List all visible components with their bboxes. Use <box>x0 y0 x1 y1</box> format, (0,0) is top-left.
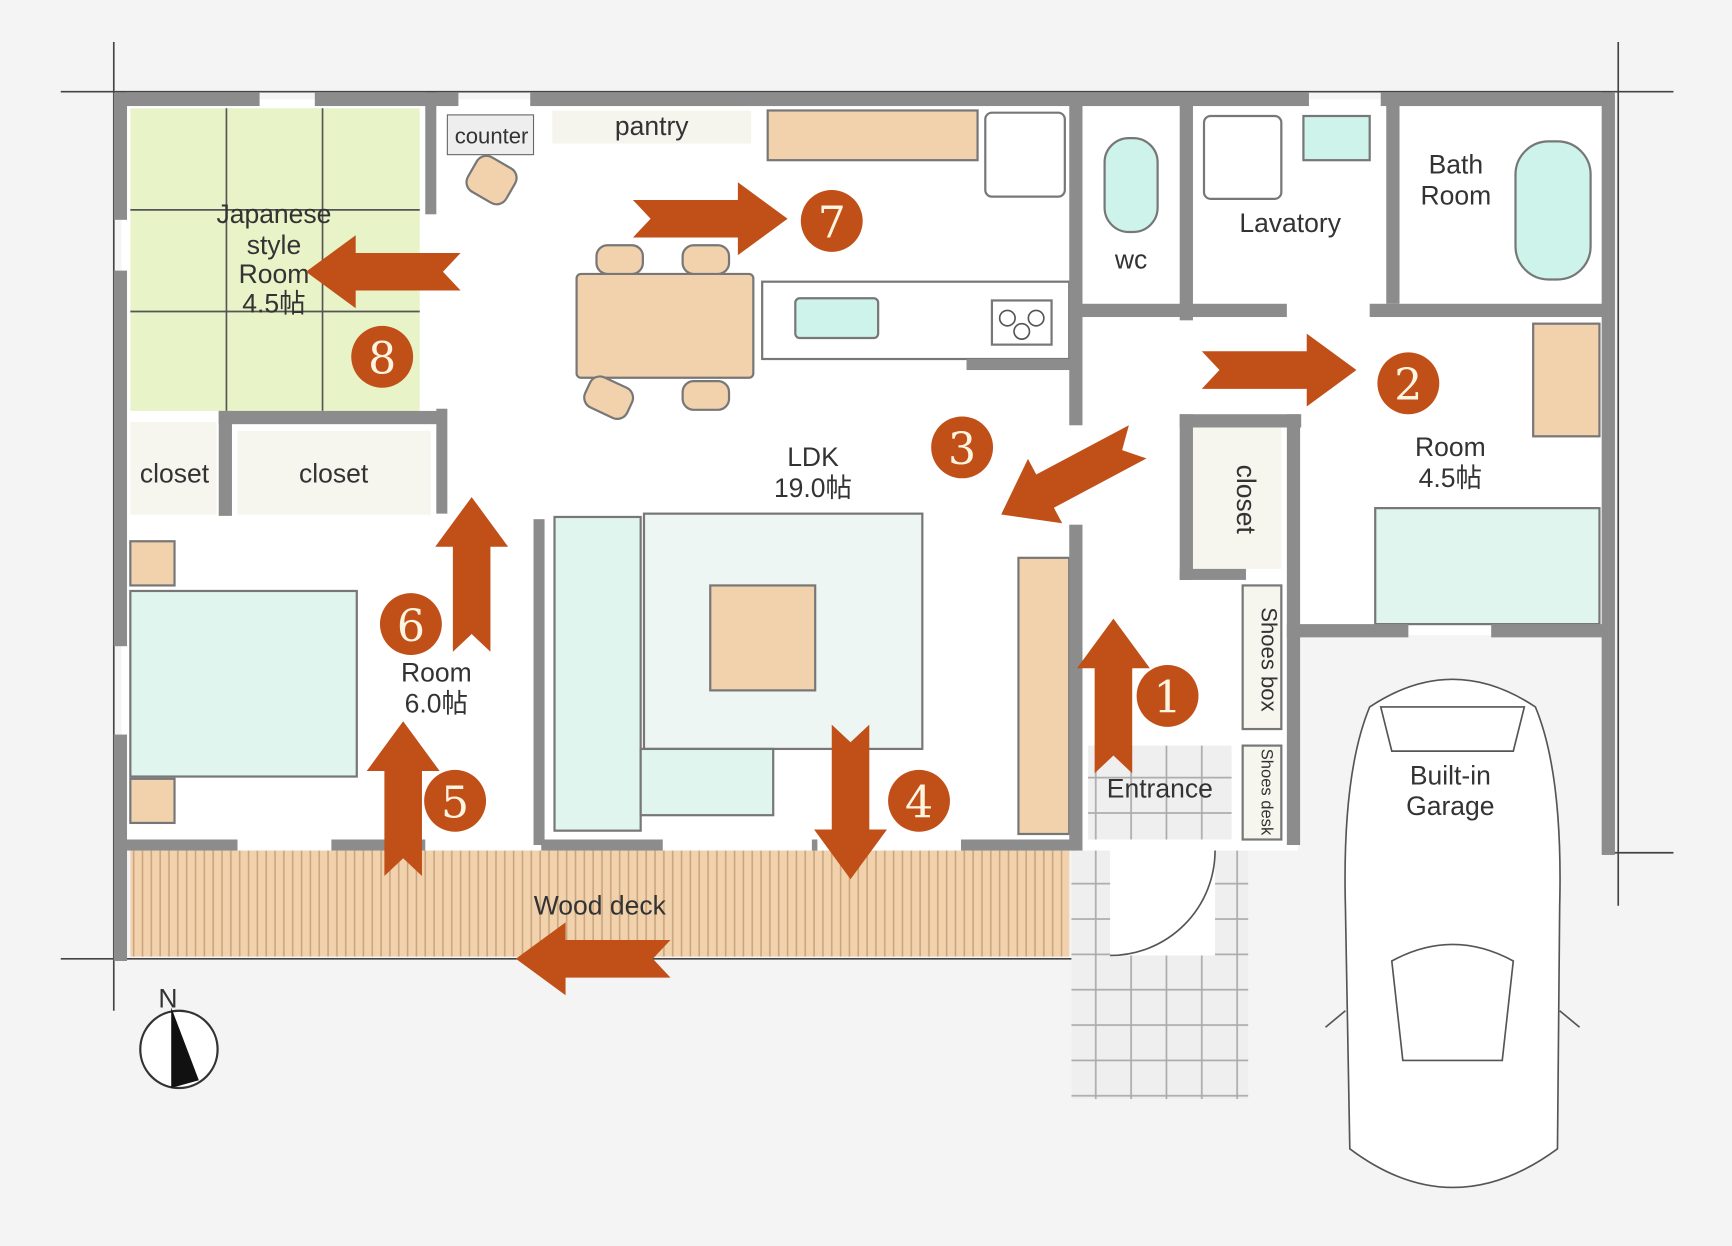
sink <box>794 297 880 340</box>
closet-right <box>1192 425 1282 569</box>
closet-right-label: closet <box>1231 465 1261 535</box>
bathtub <box>1514 140 1592 281</box>
svg-text:3: 3 <box>948 424 976 475</box>
pantry-label: pantry <box>615 111 689 141</box>
coffee-table <box>709 584 817 692</box>
bed-left <box>129 589 358 778</box>
walls <box>113 92 1615 962</box>
svg-text:N: N <box>158 983 177 1013</box>
shoes-box <box>1241 584 1283 731</box>
svg-text:5: 5 <box>441 778 469 829</box>
garage-label-2: Garage <box>1406 791 1494 821</box>
marker-8: 8 <box>351 325 414 388</box>
bed-right <box>1374 507 1601 626</box>
svg-text:Room: Room <box>239 259 310 289</box>
marker-4: 4 <box>888 769 950 832</box>
sofa <box>553 515 642 832</box>
svg-text:4.5帖: 4.5帖 <box>242 289 305 319</box>
garage-label: Built-in <box>1410 760 1491 790</box>
pantry <box>552 110 752 144</box>
shoes-box-label: Shoes box <box>1256 607 1281 711</box>
marker-6: 6 <box>379 593 442 656</box>
wc-label: wc <box>1114 244 1147 274</box>
bath-label: Bath <box>1429 149 1484 179</box>
washer <box>1202 114 1283 200</box>
marker-2: 2 <box>1377 352 1440 415</box>
svg-text:8: 8 <box>368 334 396 385</box>
entrance-label: Entrance <box>1107 774 1213 804</box>
closet-mid <box>237 430 431 515</box>
marker-5: 5 <box>424 769 487 832</box>
wood-deck-label: Wood deck <box>534 891 667 921</box>
svg-text:6: 6 <box>397 601 425 652</box>
svg-text:style: style <box>247 230 302 260</box>
entrance-floor <box>1088 745 1232 840</box>
japanese-room-label: Japanese style Room 4.5帖 <box>216 199 331 318</box>
tv-board <box>1017 556 1071 836</box>
car-outline <box>1324 678 1581 1189</box>
dining-chairs <box>465 154 731 420</box>
closet-left <box>130 421 217 515</box>
shoes-desk <box>1241 744 1283 841</box>
closet-left-label: closet <box>140 459 210 489</box>
shoes-desk-label: Shoes desk <box>1257 749 1276 836</box>
closet-mid-label: closet <box>299 459 369 489</box>
compass-icon: N <box>139 983 219 1090</box>
ldk-size: 19.0帖 <box>774 473 852 503</box>
dining-table <box>575 272 755 379</box>
svg-text:7: 7 <box>818 198 846 249</box>
room45-size: 4.5帖 <box>1419 463 1482 493</box>
fridge <box>984 111 1066 198</box>
wood-deck <box>130 850 1070 957</box>
lavatory-label: Lavatory <box>1239 208 1341 238</box>
marker-7: 7 <box>800 190 863 252</box>
sofa-ottoman <box>639 747 775 817</box>
washbasin <box>1302 114 1371 162</box>
counter-label: counter <box>455 124 529 149</box>
svg-text:4: 4 <box>905 778 933 829</box>
room45-label: Room <box>1415 432 1486 462</box>
bath-label-2: Room <box>1421 180 1492 210</box>
desk <box>1532 322 1601 438</box>
svg-text:Japanese: Japanese <box>216 199 331 229</box>
toilet <box>1103 136 1159 234</box>
ldk-label: LDK <box>787 442 839 472</box>
counter <box>446 114 535 156</box>
svg-text:2: 2 <box>1394 360 1422 411</box>
room6-size: 6.0帖 <box>405 688 468 718</box>
room6-label: Room <box>401 658 472 688</box>
marker-1: 1 <box>1136 664 1199 727</box>
marker-3: 3 <box>931 416 994 479</box>
kitchen-counter <box>766 109 979 162</box>
svg-text:1: 1 <box>1153 673 1181 724</box>
